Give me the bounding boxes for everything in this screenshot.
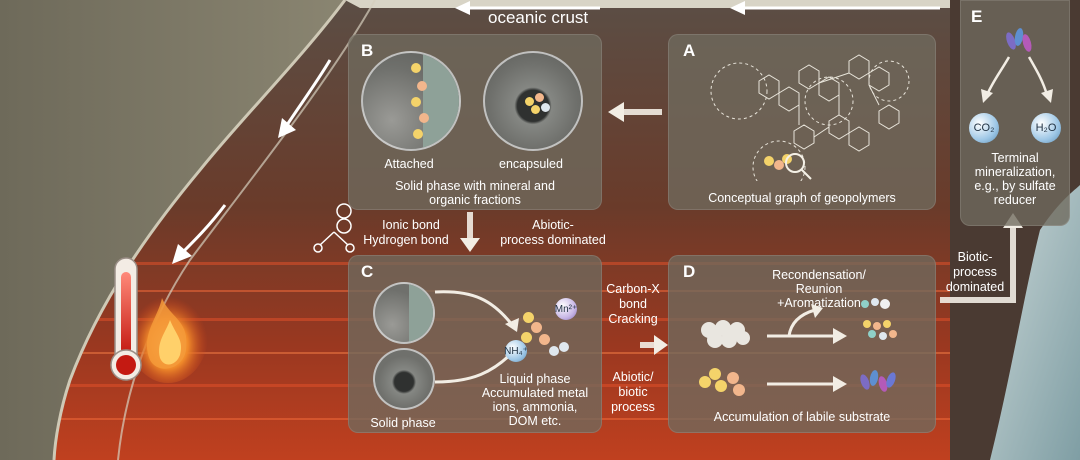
attached-label: Attached: [384, 157, 434, 171]
co2-molecule-icon: CO₂: [969, 113, 999, 143]
oceanic-crust-label: oceanic crust: [488, 8, 589, 27]
mn-ion-icon: Mn²⁺: [555, 298, 577, 320]
recondensation-line2: Reunion: [795, 282, 843, 296]
panel-e-line1: Terminal: [991, 151, 1039, 165]
carbon-x-label-line3: Cracking: [608, 312, 658, 326]
biotic-label-line3: dominated: [945, 280, 1005, 294]
panel-d: D Recondensation/ Reunion +Aromatization: [668, 255, 936, 433]
panel-d-caption: Accumulation of labile substrate: [713, 410, 891, 424]
panel-e-line2: mineralization,: [974, 165, 1056, 179]
abiotic-biotic-line1: Abiotic/: [612, 370, 654, 384]
abiotic-biotic-line3: process: [611, 400, 655, 414]
fire-icon: [128, 287, 208, 383]
nh4-ion-icon: NH₄⁺: [504, 340, 528, 362]
encapsuled-label: encapsuled: [499, 157, 563, 171]
subduction-arrowheads: [172, 1, 745, 264]
oceanic-crust-wedge: [0, 0, 345, 460]
abiotic-label-line1: Abiotic-: [532, 218, 574, 232]
carbon-x-label-line1: Carbon-X: [606, 282, 660, 296]
panel-e: E CO₂ H₂O Terminal mineralization, e.g.,…: [960, 0, 1070, 226]
encapsuled-mineral-circle: [483, 51, 583, 151]
molecule-cluster: [519, 306, 579, 366]
recondensation-line1: Recondensation/: [772, 268, 866, 282]
crust-inner-edge: [117, 0, 376, 460]
panel-d-letter: D: [683, 262, 696, 281]
hydrogen-bond-label: Hydrogen bond: [363, 233, 449, 247]
panel-a-letter: A: [683, 41, 696, 60]
solid-phase-circle-top: [373, 282, 435, 344]
solid-phase-label: Solid phase: [370, 416, 436, 430]
panel-c: C Mn²⁺ NH₄⁺ Solid phase Liquid phase Acc…: [348, 255, 602, 433]
abiotic-biotic-line2: biotic: [618, 385, 648, 399]
water-molecule-icon: [313, 203, 355, 253]
carbon-x-label-line2: bond: [619, 297, 647, 311]
panel-c-letter: C: [361, 262, 374, 281]
ocean-water: [990, 185, 1080, 460]
panel-a: A Conceptual graph of ge: [668, 34, 936, 210]
liquid-phase-line1: Liquid phase: [499, 372, 571, 386]
panel-b-caption-line2: organic fractions: [429, 193, 521, 207]
panel-b-letter: B: [361, 41, 374, 60]
ionic-bond-label: Ionic bond: [382, 218, 440, 232]
crust-top-edge: [52, 0, 347, 460]
panel-e-graphics: [981, 28, 1053, 103]
geopolymer-structure-graphic: [710, 54, 910, 181]
attached-mineral-circle: [361, 51, 461, 151]
liquid-phase-line3: ions, ammonia,: [492, 400, 578, 414]
connector-arrows: [467, 109, 1016, 348]
panel-d-graphics: [699, 298, 897, 396]
biotic-label-line1: Biotic-: [957, 250, 993, 264]
solid-phase-circle-bottom: [373, 348, 435, 410]
h2o-molecule-icon: H₂O: [1031, 113, 1061, 143]
panel-b-caption-line1: Solid phase with mineral and: [395, 179, 555, 193]
liquid-phase-line4: DOM etc.: [508, 414, 562, 428]
panel-b: B Attached encapsuled Solid phase with m…: [348, 34, 602, 210]
panel-a-caption: Conceptual graph of geopolymers: [708, 191, 896, 205]
biotic-label-line2: process: [953, 265, 997, 279]
top-crust-strip: [345, 0, 950, 8]
panel-e-letter: E: [971, 7, 983, 26]
panel-e-line3: e.g., by sulfate: [974, 179, 1056, 193]
abiotic-label-line2: process dominated: [500, 233, 606, 247]
recondensation-line3: +Aromatization: [777, 296, 861, 310]
liquid-phase-line2: Accumulated metal: [481, 386, 589, 400]
thermometer-icon: [110, 257, 142, 381]
panel-e-line4: reducer: [993, 193, 1037, 207]
